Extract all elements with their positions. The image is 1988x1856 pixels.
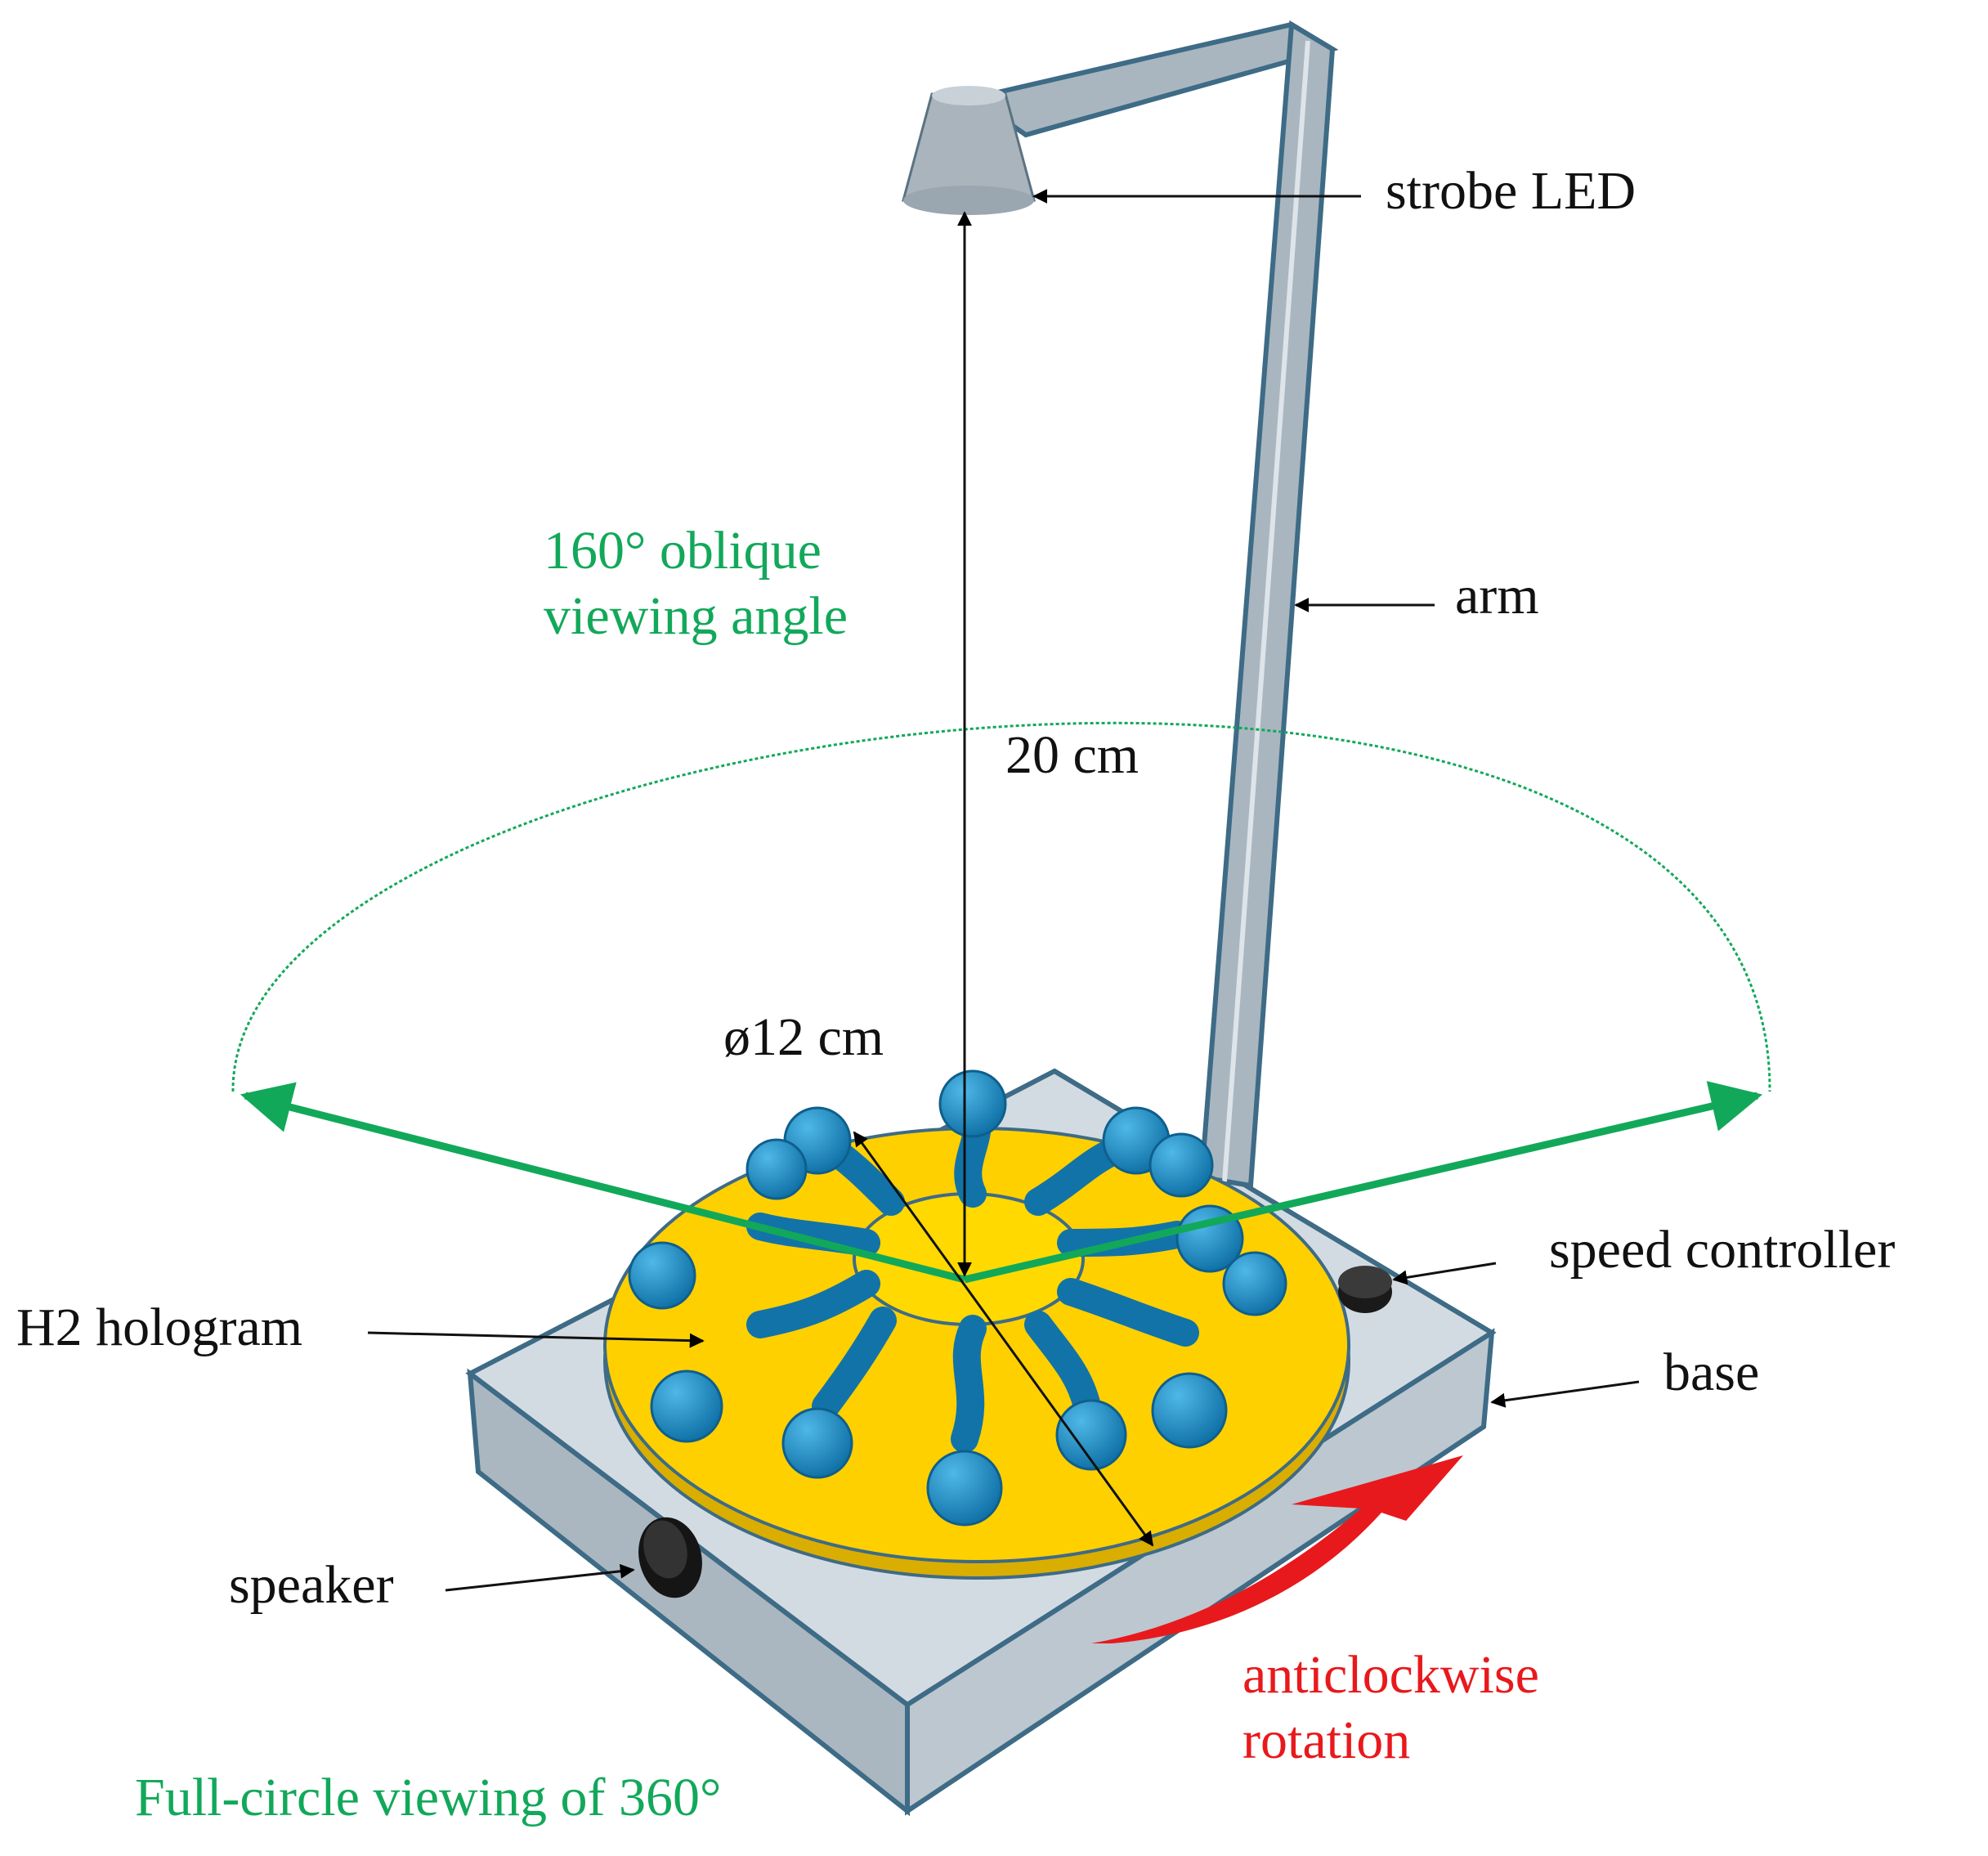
- label-rotation-2: rotation: [1242, 1710, 1410, 1770]
- label-diameter: ø12 cm: [723, 1007, 884, 1067]
- label-rotation-1: anticlockwise: [1242, 1645, 1539, 1705]
- h2-hologram-leader: [367, 1331, 705, 1348]
- label-arm: arm: [1455, 566, 1539, 625]
- speed-controller-knob: [1338, 1266, 1392, 1313]
- dimension-lines: [853, 211, 1154, 1547]
- speaker-leader: [445, 1563, 635, 1592]
- speed-controller-leader: [1392, 1262, 1497, 1285]
- label-full-circle: Full-circle viewing of 360°: [135, 1768, 721, 1827]
- rotation-arrow: [1091, 1455, 1463, 1643]
- viewing-arc: [231, 721, 1771, 1092]
- label-viewing-angle-1: 160° oblique: [544, 521, 822, 581]
- label-base: base: [1663, 1343, 1759, 1402]
- viewing-ray-left: [240, 1082, 966, 1284]
- leader-arrows: [367, 189, 1640, 1592]
- arm-assembly: [902, 20, 1339, 1189]
- label-height: 20 cm: [1005, 725, 1139, 785]
- diameter-dimension-line: [853, 1131, 1154, 1547]
- label-speed-controller: speed controller: [1549, 1220, 1895, 1280]
- label-h2-hologram: H2 hologram: [16, 1298, 302, 1357]
- labels: strobe LED arm 20 cm ø12 cm 160° oblique…: [16, 161, 1895, 1827]
- arm-horizontal: [966, 21, 1339, 138]
- label-strobe-led: strobe LED: [1386, 161, 1636, 221]
- speaker-grille: [638, 1517, 702, 1598]
- base-leader: [1490, 1380, 1640, 1408]
- label-speaker: speaker: [229, 1555, 394, 1615]
- label-viewing-angle-2: viewing angle: [544, 586, 848, 646]
